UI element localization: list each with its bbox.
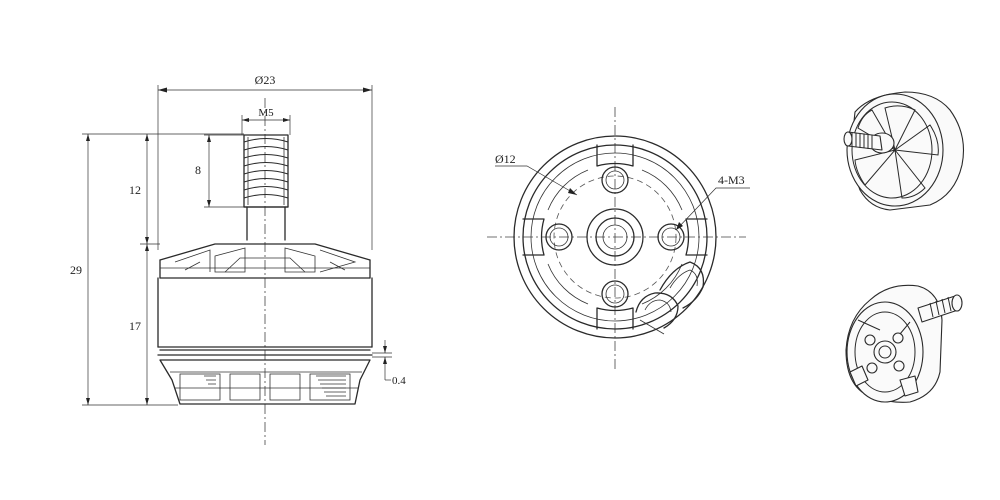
- threaded-shaft: [243, 134, 289, 241]
- base-offset-label: 0.4: [392, 375, 406, 387]
- iso-view-bottom: [845, 284, 963, 403]
- height-17-label: 17: [129, 319, 141, 333]
- m5-dimension: M5: [241, 107, 291, 135]
- mount-holes: [545, 166, 685, 308]
- height-29-label: 29: [70, 263, 82, 277]
- wire-exits: [635, 261, 705, 335]
- bell-top: [159, 243, 371, 279]
- mount-circle-label: Ø12: [495, 152, 516, 166]
- motor-base: [159, 359, 371, 405]
- mount-hole-right: [657, 223, 685, 251]
- center-boss: [586, 208, 644, 266]
- front-leaders: Ø12 4-M3: [495, 152, 750, 231]
- mount-hole-left: [545, 223, 573, 251]
- side-view: Ø23 M5 8 12: [70, 73, 406, 445]
- thread-length-dimension: 8: [195, 134, 244, 208]
- base-offset-dimension: 0.4: [372, 340, 406, 387]
- front-view: Ø12 4-M3: [487, 107, 750, 370]
- diameter-23-label: Ø23: [255, 73, 276, 87]
- height-dimensions: 12 17 29: [70, 133, 244, 406]
- mount-holes-label: 4-M3: [718, 173, 745, 187]
- inner-arcs: [547, 169, 683, 305]
- iso-view-top: [843, 91, 965, 211]
- mount-circle: [553, 175, 677, 299]
- height-12-label: 12: [129, 183, 141, 197]
- mount-hole-top: [601, 166, 629, 194]
- thread-length-label: 8: [195, 163, 201, 177]
- m5-label: M5: [258, 107, 274, 119]
- diameter-23-dimension: Ø23: [157, 73, 373, 250]
- bell-body: [157, 277, 373, 356]
- mount-hole-bottom: [601, 280, 629, 308]
- outer-rim: [513, 135, 717, 339]
